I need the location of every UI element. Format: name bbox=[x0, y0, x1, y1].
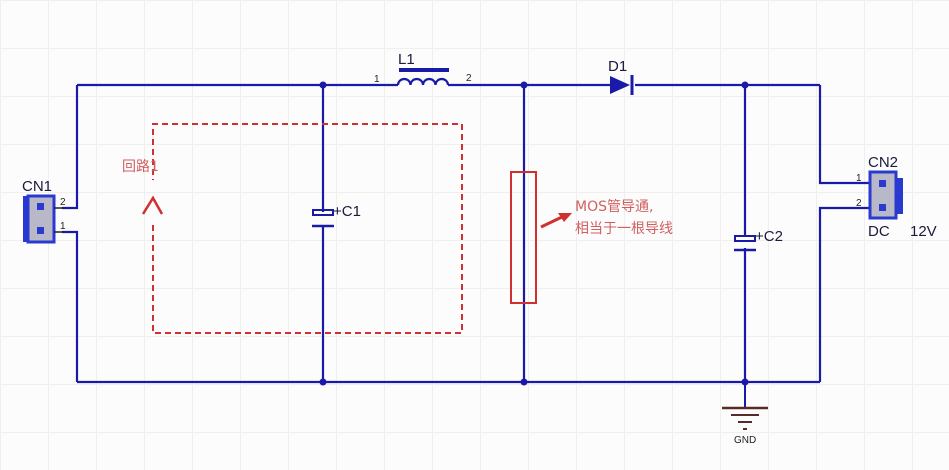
l1-label: L1 bbox=[398, 51, 415, 68]
gnd-label: GND bbox=[734, 435, 756, 446]
mos-highlight-box bbox=[510, 171, 537, 304]
cn1-pin1-wire bbox=[62, 230, 79, 382]
cn2-type-label: DC bbox=[868, 223, 890, 240]
inductor-l1 bbox=[396, 68, 450, 86]
mos-note-line1: MOS管导通, bbox=[575, 199, 653, 215]
c2-label: +C2 bbox=[755, 228, 783, 245]
cn1-label: CN1 bbox=[22, 178, 52, 195]
wires bbox=[62, 83, 870, 384]
cn2-connector bbox=[868, 170, 903, 220]
cn1-pin1-label: 1 bbox=[60, 221, 66, 232]
cn2-pin1-wire bbox=[818, 85, 870, 185]
capacitor-c1 bbox=[312, 209, 334, 228]
cn1-pin2-label: 2 bbox=[60, 197, 66, 208]
loop-arrow-icon bbox=[141, 195, 164, 215]
mos-note-line2: 相当于一根导线 bbox=[575, 221, 673, 237]
junction-dot bbox=[520, 81, 528, 89]
junction-dot bbox=[319, 378, 327, 386]
note-arrow-icon bbox=[540, 213, 572, 229]
l1-pin2-label: 2 bbox=[466, 73, 472, 84]
cn2-pin2-label: 2 bbox=[856, 198, 862, 209]
junction-dot bbox=[741, 81, 749, 89]
cn1-connector bbox=[23, 194, 64, 244]
c1-label: +C1 bbox=[333, 203, 361, 220]
junction-dot bbox=[319, 81, 327, 89]
ground-symbol bbox=[722, 382, 768, 430]
cn1-pin2-wire bbox=[62, 85, 79, 210]
junction-dot bbox=[520, 378, 528, 386]
diode-d1 bbox=[610, 75, 634, 95]
d1-label: D1 bbox=[608, 58, 627, 75]
loop-label: 回路1 bbox=[122, 159, 159, 175]
cn2-pin2-wire bbox=[818, 206, 870, 382]
voltage-label: 12V bbox=[910, 223, 937, 240]
junctions bbox=[319, 81, 749, 386]
cn2-pin1-label: 1 bbox=[856, 173, 862, 184]
l1-pin1-label: 1 bbox=[374, 74, 380, 85]
capacitor-c2 bbox=[734, 235, 756, 252]
cn2-label: CN2 bbox=[868, 154, 898, 171]
current-loop-path bbox=[152, 123, 463, 334]
